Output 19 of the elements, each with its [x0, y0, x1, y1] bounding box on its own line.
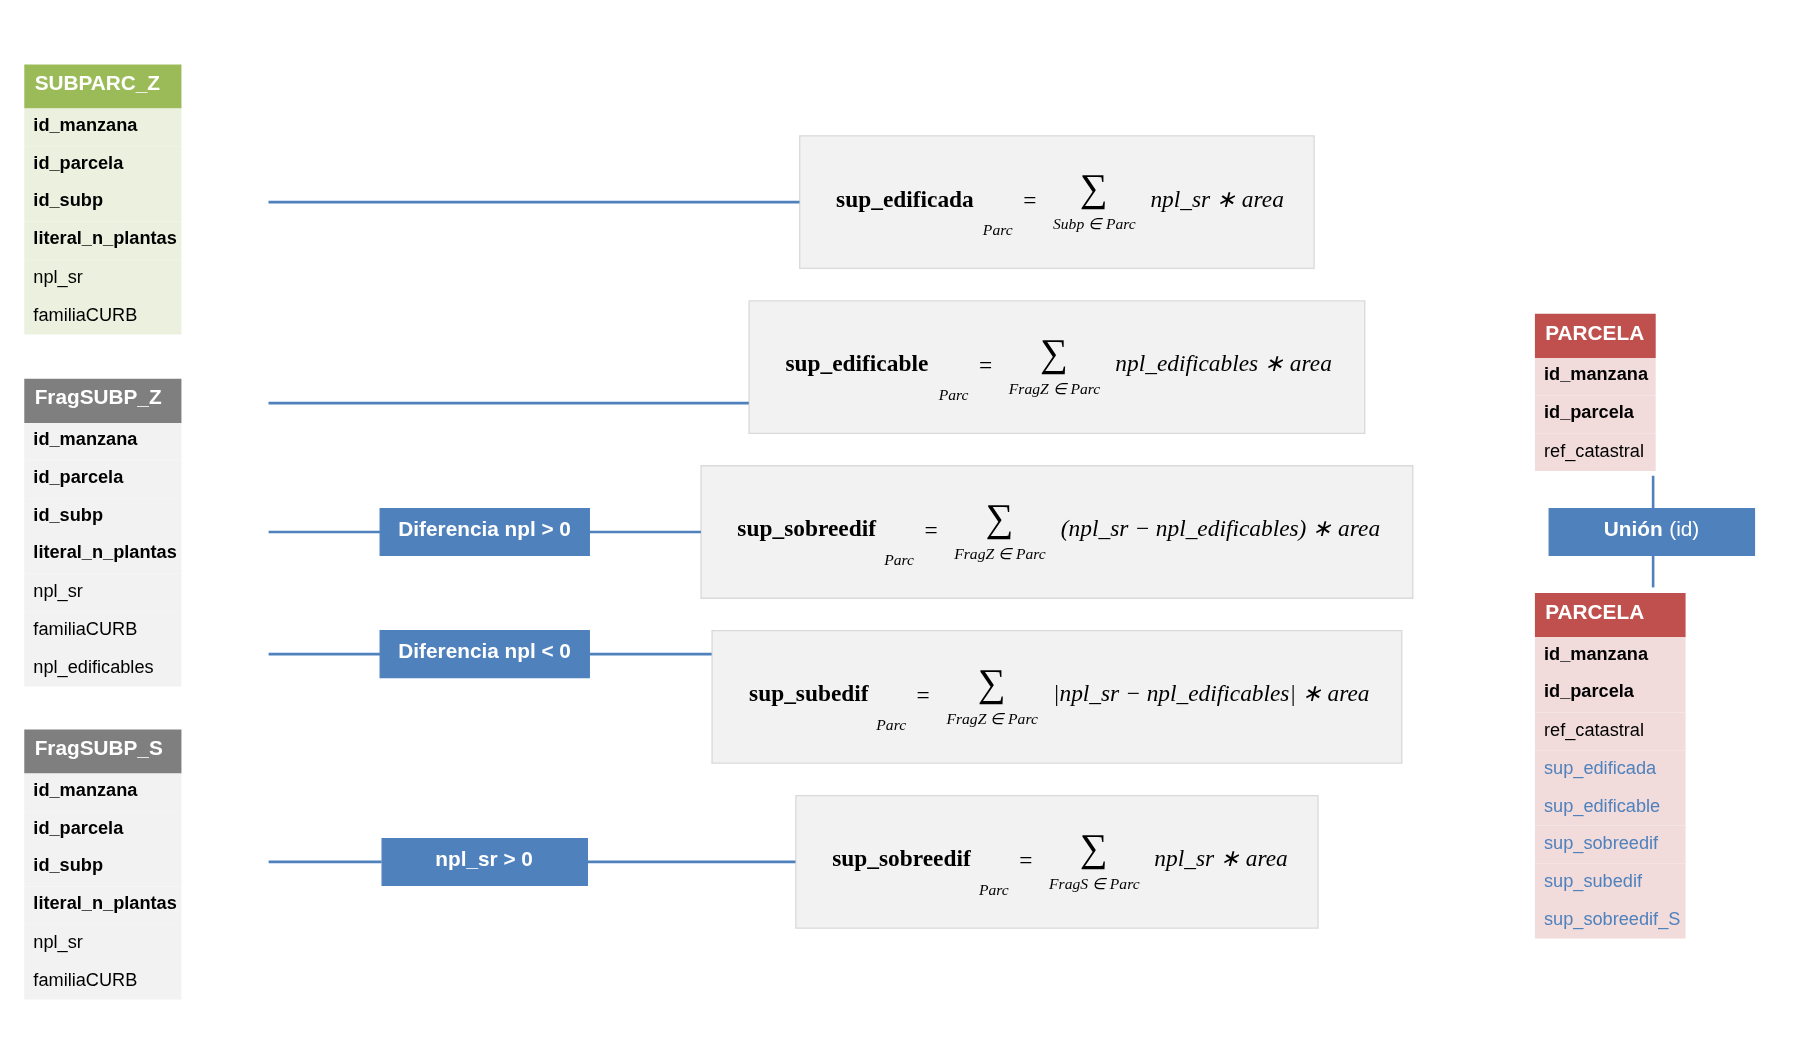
connector — [589, 652, 712, 655]
node-box: sup_edificableParc = ∑FragZ ∈ Parc npl_edificables ∗ area — [748, 299, 1366, 434]
connector — [1651, 475, 1655, 508]
connector — [268, 860, 382, 863]
connector — [587, 860, 796, 863]
node-box: npl_sr > 0 — [381, 837, 588, 886]
connector — [268, 401, 749, 404]
node-box: Diferencia npl < 0 — [379, 629, 590, 678]
node-box: Diferencia npl > 0 — [379, 507, 590, 556]
connector — [268, 652, 380, 655]
connector — [589, 530, 701, 533]
node-box: sup_subedifParc = ∑FragZ ∈ Parc |npl_sr − npl_edificables| ∗ area — [711, 629, 1403, 764]
connector — [1651, 555, 1655, 587]
connector — [268, 530, 380, 533]
node-box: sup_sobreedifParc = ∑FragS ∈ Parc npl_sr ∗ area — [795, 794, 1319, 929]
node-box: sup_sobreedifParc = ∑FragZ ∈ Parc (npl_sr − npl_edificables) ∗ area — [700, 464, 1414, 599]
connector — [268, 200, 800, 203]
node-box: sup_edificadaParc = ∑Subp ∈ Parc npl_sr ∗ area — [799, 134, 1315, 269]
node-box: Unión (id) — [1548, 507, 1756, 556]
